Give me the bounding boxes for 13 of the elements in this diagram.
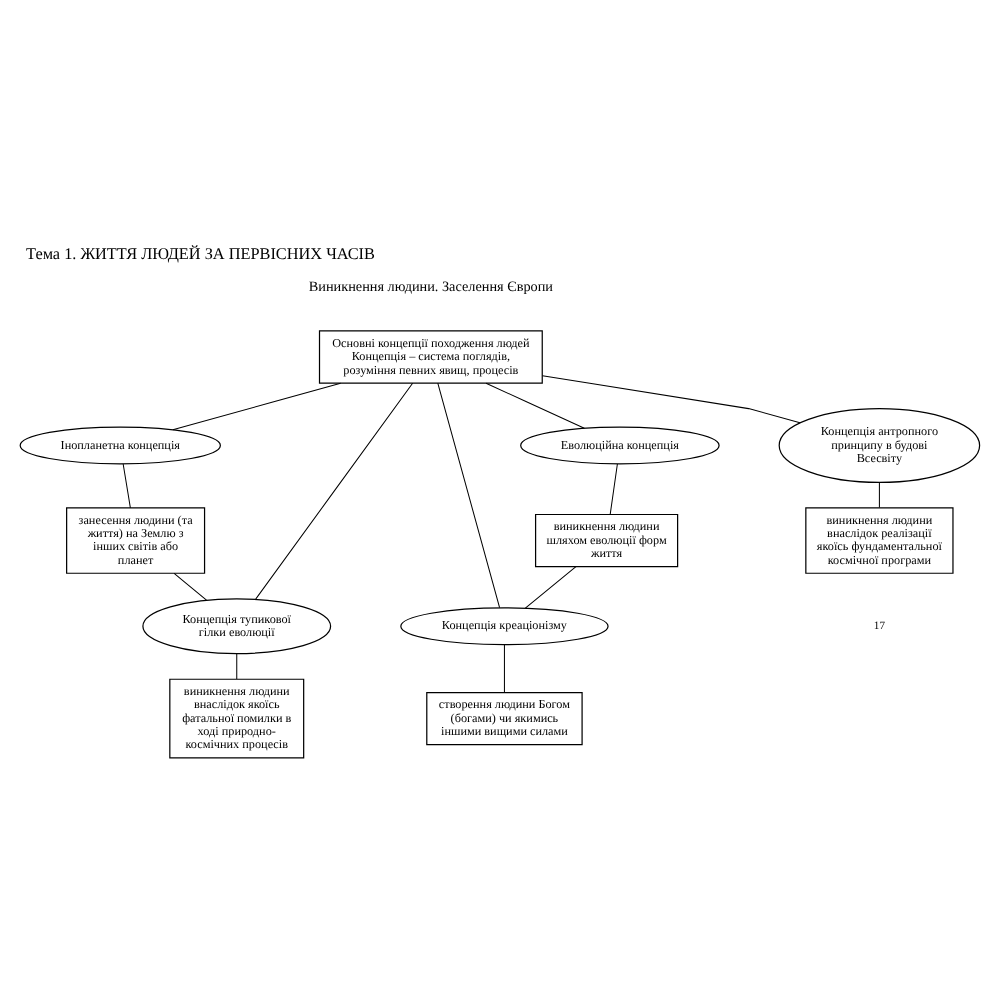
connector xyxy=(236,653,238,680)
connector xyxy=(503,644,505,693)
connector xyxy=(485,382,585,429)
connector xyxy=(173,572,207,601)
connector xyxy=(609,463,618,515)
connector xyxy=(437,382,501,609)
connector xyxy=(122,463,131,509)
connector xyxy=(878,481,880,509)
connector xyxy=(541,375,801,424)
diagram-title: Тема 1. ЖИТТЯ ЛЮДЕЙ ЗА ПЕРВІСНИХ ЧАСІВ xyxy=(26,245,375,264)
connector xyxy=(524,566,577,609)
connector xyxy=(172,382,342,431)
connector xyxy=(255,382,414,600)
